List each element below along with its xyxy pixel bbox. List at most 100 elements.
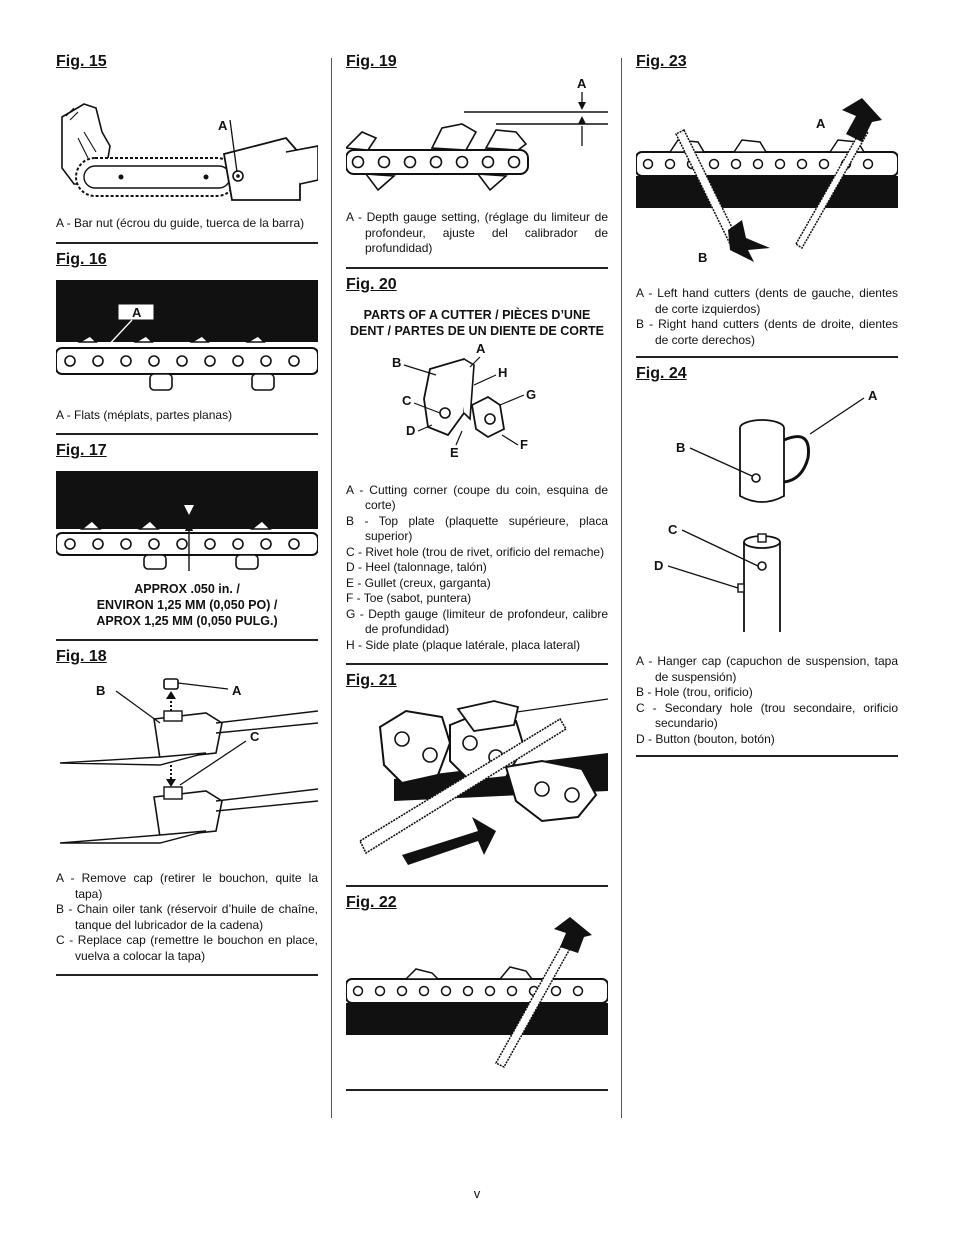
fig16-title: Fig. 16 — [56, 250, 107, 268]
fig17-caption-line: APPROX .050 in. / — [134, 582, 240, 596]
fig20-legend-item: E - Gullet (creux, garganta) — [346, 575, 491, 590]
figure-24: Fig. 24 A B C D A - Hanger cap (capuchon… — [636, 364, 898, 757]
fig24-illustration: A B C D — [654, 388, 878, 632]
fig24-legend-item: D - Button (bouton, botón) — [636, 731, 775, 746]
column-divider-left — [331, 58, 332, 1118]
fig20-legend-item: C - Rivet hole (trou de rivet, orificio … — [346, 544, 605, 559]
fig23-callout-b: B — [698, 250, 707, 264]
fig18-callout-c: C — [250, 729, 260, 744]
fig20-callout-f: F — [520, 437, 528, 452]
fig15-title: Fig. 15 — [56, 53, 107, 70]
fig23-callout-a: A — [816, 116, 826, 131]
fig24-legend-item: A - Hanger cap (capuchon de suspension, … — [636, 654, 898, 684]
figure-20: Fig. 20 PARTS OF A CUTTER / PIÈCES D’UNE… — [346, 275, 608, 665]
page-number: v — [473, 1186, 481, 1201]
fig15-legend: A - Bar nut (écrou du guide, tuerca de l… — [56, 216, 318, 232]
fig17-caption-line: APROX 1,25 MM (0,050 PULG.) — [96, 614, 278, 628]
figure-15: Fig. 15 A A - Bar nut (écrou du guide, t… — [56, 52, 318, 244]
fig24-title: Fig. 24 — [636, 365, 687, 382]
fig19-illustration: A — [346, 76, 608, 192]
fig17-illustration — [56, 471, 318, 571]
fig17-caption: APPROX .050 in. / ENVIRON 1,25 MM (0,050… — [56, 581, 318, 629]
column-2: Fig. 19 A A - Depth gauge setting, (régl… — [346, 52, 608, 1091]
fig16-legend-item: A - Flats (méplats, partes planas) — [56, 407, 233, 422]
fig20-heading: PARTS OF A CUTTER / PIÈCES D’UNE DENT / … — [346, 307, 608, 339]
fig24-legend-item: C - Secondary hole (trou secondaire, ori… — [636, 700, 898, 731]
fig23-title: Fig. 23 — [636, 53, 687, 70]
figure-18: Fig. 18 B A C — [56, 647, 318, 976]
fig19-legend: A - Depth gauge setting, (réglage du lim… — [346, 210, 608, 257]
fig15-legend-item: A - Bar nut (écrou du guide, tuerca de l… — [56, 216, 305, 230]
fig24-callout-c: C — [668, 522, 678, 537]
fig21-illustration — [358, 698, 608, 865]
fig20-callout-h: H — [498, 365, 507, 380]
fig20-heading-line: PARTS OF A CUTTER / PIÈCES D’UNE — [363, 307, 591, 322]
figure-17: Fig. 17 APPROX .050 in. / ENVIRON 1,25 M… — [56, 441, 318, 641]
fig20-legend-item: H - Side plate (plaque latérale, placa l… — [346, 637, 581, 652]
fig23-illustration: A B — [636, 98, 898, 264]
fig20-callout-c: C — [402, 393, 412, 408]
column-1: Fig. 15 A A - Bar nut (écrou du guide, t… — [56, 52, 318, 976]
fig16-legend: A - Flats (méplats, partes planas) — [56, 408, 318, 424]
fig19-divider — [346, 266, 608, 269]
fig22-illustration — [346, 917, 608, 1068]
figure-19: Fig. 19 A A - Depth gauge setting, (régl… — [346, 52, 608, 269]
fig17-title: Fig. 17 — [56, 442, 107, 459]
fig18-legend-item: C - Replace cap (remettre le bouchon en … — [56, 933, 318, 963]
fig18-legend: A - Remove cap (retirer le bouchon, quit… — [56, 871, 318, 964]
column-3: Fig. 23 A B A - Left hand cutters (dents… — [636, 52, 898, 757]
fig19-legend-item: A - Depth gauge setting, (réglage du lim… — [346, 210, 608, 255]
fig24-legend: A - Hanger cap (capuchon de suspension, … — [636, 654, 898, 747]
fig20-illustration: A B H G C D E F — [392, 341, 536, 460]
fig20-heading-line: DENT / PARTES DE UN DIENTE DE CORTE — [350, 323, 604, 338]
fig18-illustration: B A C — [59, 678, 318, 844]
figure-22: Fig. 22 — [346, 893, 608, 1091]
fig19-callout-a: A — [577, 76, 587, 91]
fig18-title: Fig. 18 — [56, 648, 107, 665]
fig20-callout-e: E — [450, 445, 459, 460]
fig18-legend-item: B - Chain oiler tank (réservoir d’huile … — [56, 902, 318, 932]
fig16-illustration: A — [56, 279, 318, 391]
fig23-legend: A - Left hand cutters (dents de gauche, … — [636, 286, 898, 348]
fig24-legend-item: B - Hole (trou, orificio) — [636, 685, 753, 699]
fig24-callout-a: A — [868, 388, 878, 403]
fig16-divider — [56, 433, 318, 435]
fig17-caption-line: ENVIRON 1,25 MM (0,050 PO) / — [96, 598, 278, 612]
fig15-callout-a: A — [218, 118, 228, 133]
fig20-callout-a: A — [476, 341, 486, 356]
figure-21: Fig. 21 — [346, 671, 608, 887]
fig20-callout-d: D — [406, 423, 415, 438]
fig20-divider — [346, 663, 608, 665]
fig20-callout-b: B — [392, 355, 401, 370]
fig23-legend-item: A - Left hand cutters (dents de gauche, … — [636, 286, 898, 316]
fig18-callout-b: B — [96, 683, 105, 698]
column-divider-right — [621, 58, 622, 1118]
fig23-divider — [636, 356, 898, 358]
fig24-callout-d: D — [654, 558, 663, 573]
fig18-callout-a: A — [232, 683, 242, 698]
fig20-callout-g: G — [526, 387, 536, 402]
fig20-legend-item: B - Top plate (plaquette supérieure, pla… — [346, 513, 608, 544]
fig15-divider — [56, 241, 318, 244]
fig18-divider — [56, 974, 318, 976]
fig20-legend-item: G - Depth gauge (limiteur de profondeur,… — [346, 606, 608, 637]
fig21-divider — [346, 885, 608, 887]
fig17-divider — [56, 639, 318, 641]
fig16-callout-a: A — [132, 305, 142, 320]
fig15-illustration: A — [61, 103, 318, 201]
fig22-title: Fig. 22 — [346, 894, 397, 911]
fig20-legend-item: D - Heel (talonnage, talón) — [346, 560, 487, 574]
fig18-legend-item: A - Remove cap (retirer le bouchon, quit… — [56, 871, 318, 901]
fig20-legend-item: A - Cutting corner (coupe du coin, esqui… — [346, 482, 608, 513]
fig19-title: Fig. 19 — [346, 53, 397, 70]
figure-16: Fig. 16 A A - Flats (méplats, partes pla… — [56, 250, 318, 435]
fig23-legend-item: B - Right hand cutters (dents de droite,… — [636, 317, 898, 347]
fig21-title: Fig. 21 — [346, 672, 397, 689]
fig22-divider — [346, 1089, 608, 1091]
figure-23: Fig. 23 A B A - Left hand cutters (dents… — [636, 52, 898, 358]
fig20-legend-item: F - Toe (sabot, puntera) — [346, 591, 472, 605]
fig24-callout-b: B — [676, 440, 685, 455]
fig20-title: Fig. 20 — [346, 275, 397, 293]
fig20-legend: A - Cutting corner (coupe du coin, esqui… — [346, 483, 608, 654]
fig24-divider — [636, 755, 898, 757]
